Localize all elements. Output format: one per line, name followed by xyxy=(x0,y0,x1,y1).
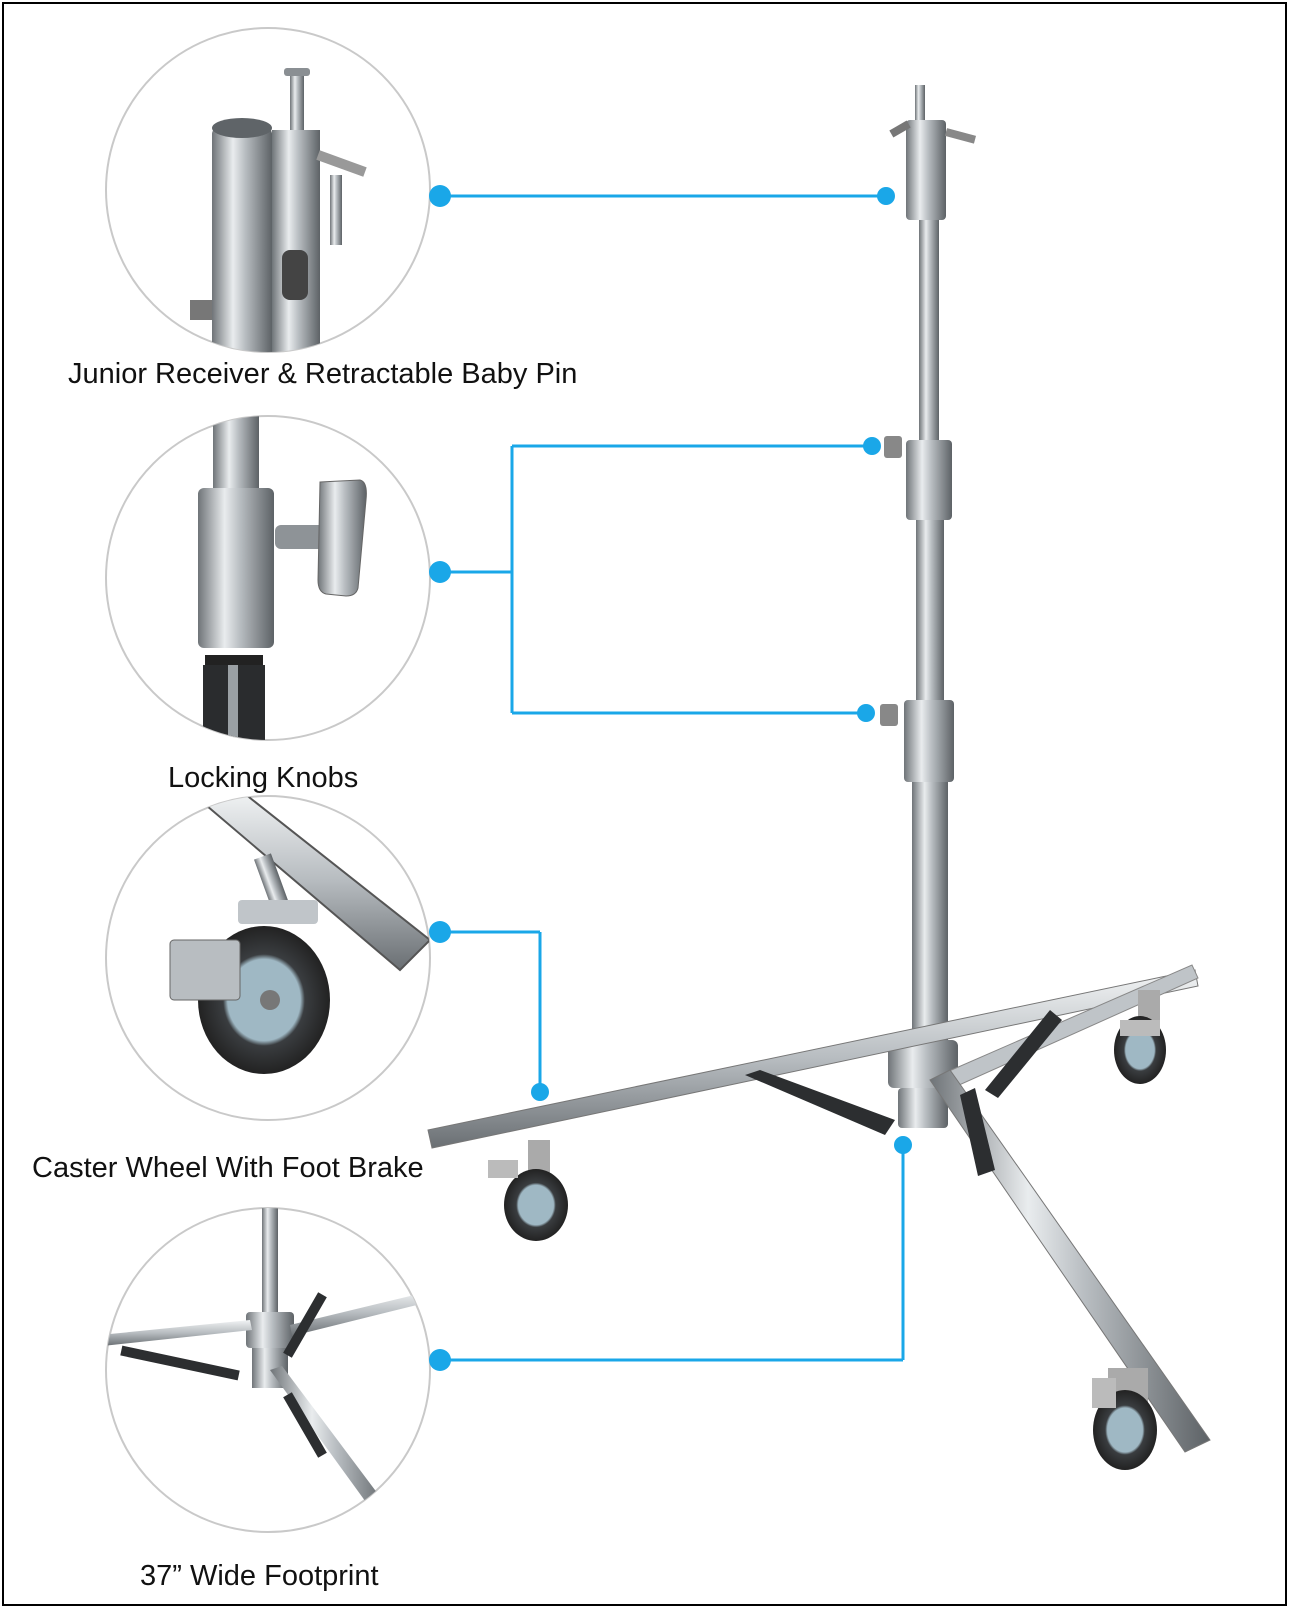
callout-dot-end-3 xyxy=(894,1136,912,1154)
main-stand xyxy=(427,85,1211,1470)
callout-label-caster-wheel: Caster Wheel With Foot Brake xyxy=(32,1152,424,1184)
tripod-base-footprint-closeup xyxy=(105,1136,912,1533)
callout-dot-start-2 xyxy=(429,921,451,943)
callout-dot-end-1a xyxy=(863,437,881,455)
callout-dot-end-2 xyxy=(531,1083,549,1101)
callout-dot-end-0 xyxy=(877,187,895,205)
locking-knob-closeup xyxy=(105,415,881,741)
junior-receiver-baby-pin-closeup xyxy=(105,27,895,353)
callout-label-junior-receiver: Junior Receiver & Retractable Baby Pin xyxy=(68,358,578,390)
caster-wheel-brake-closeup xyxy=(105,795,549,1121)
callout-label-locking-knobs: Locking Knobs xyxy=(168,762,359,794)
callout-dot-start-3 xyxy=(429,1349,451,1371)
callout-dot-start-0 xyxy=(429,185,451,207)
callout-dot-end-1b xyxy=(857,704,875,722)
callout-dot-start-1 xyxy=(429,561,451,583)
callout-label-footprint: 37” Wide Footprint xyxy=(140,1560,379,1592)
